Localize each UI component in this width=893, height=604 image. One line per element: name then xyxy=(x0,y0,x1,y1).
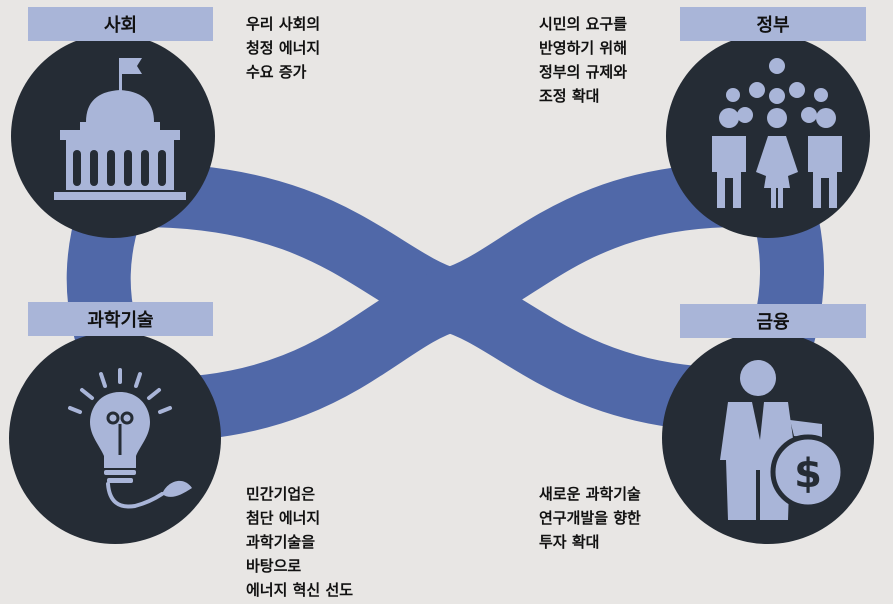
government-description: 시민의 요구를 반영하기 위해 정부의 규제와 조정 확대 xyxy=(539,12,627,108)
description-line: 우리 사회의 xyxy=(246,15,321,33)
description-line: 정부의 규제와 xyxy=(539,63,628,81)
science-description: 민간기업은 첨단 에너지 과학기술을 바탕으로 에너지 혁신 선도 xyxy=(246,482,353,602)
description-line: 투자 확대 xyxy=(539,533,600,551)
businessman-money-icon: $ xyxy=(720,360,846,520)
description-line: 새로운 과학기술 xyxy=(539,485,641,503)
description-line: 반영하기 위해 xyxy=(539,39,628,57)
description-line: 과학기술을 xyxy=(246,533,316,551)
finance-description: 새로운 과학기술 연구개발을 향한 투자 확대 xyxy=(539,482,641,554)
finance-label: 금융 xyxy=(680,304,866,338)
society-label: 사회 xyxy=(28,7,213,41)
lightbulb-filament xyxy=(106,411,134,455)
capitol-building-icon xyxy=(54,58,186,200)
businessman-legs-divider xyxy=(756,470,760,520)
description-line: 에너지 혁신 선도 xyxy=(246,581,354,599)
description-line: 바탕으로 xyxy=(246,557,302,575)
ribbon-cross-2 xyxy=(149,163,741,442)
svg-text:$: $ xyxy=(794,451,822,497)
lightbulb-plant-icon xyxy=(68,368,172,509)
science-label: 과학기술 xyxy=(28,302,213,336)
description-line: 조정 확대 xyxy=(539,87,600,105)
description-line: 연구개발을 향한 xyxy=(539,509,641,527)
government-label: 정부 xyxy=(680,7,866,41)
society-description: 우리 사회의 청정 에너지 수요 증가 xyxy=(246,12,320,84)
description-line: 청정 에너지 xyxy=(246,39,321,57)
description-line: 수요 증가 xyxy=(246,63,307,81)
people-crowd-icon xyxy=(712,58,842,208)
description-line: 첨단 에너지 xyxy=(246,509,321,527)
description-line: 시민의 요구를 xyxy=(539,15,628,33)
description-line: 민간기업은 xyxy=(246,485,316,503)
